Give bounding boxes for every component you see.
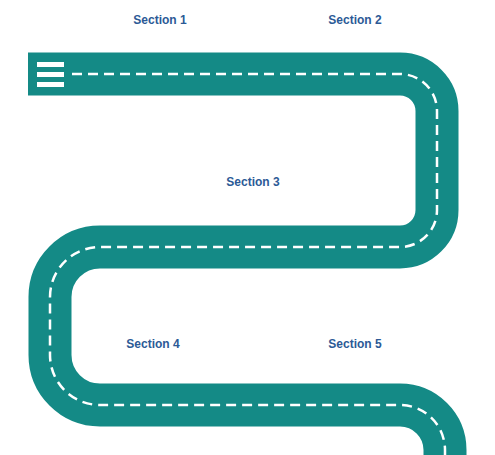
section-label: Section 4	[126, 337, 179, 351]
section-label: Section 5	[328, 337, 381, 351]
road-surface	[28, 74, 445, 455]
section-label: Section 1	[133, 13, 186, 27]
start-stripes	[37, 62, 64, 87]
section-label: Section 2	[328, 13, 381, 27]
section-label: Section 3	[226, 175, 279, 189]
center-dash	[50, 74, 445, 455]
